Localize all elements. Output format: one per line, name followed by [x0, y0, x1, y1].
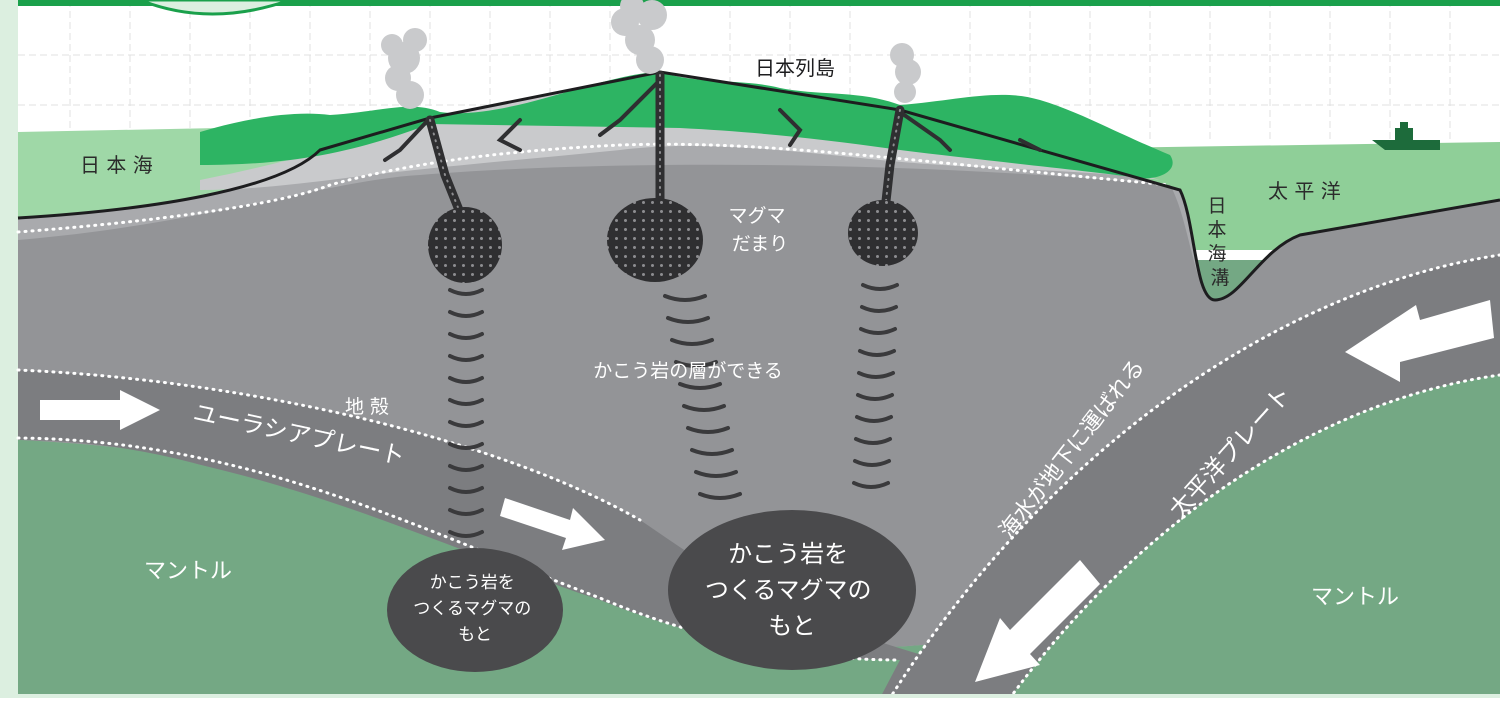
lower-crust — [18, 164, 1500, 648]
magma-chamber-line2: だまり — [732, 233, 789, 255]
title-tab-edge — [139, 0, 291, 16]
label-granite-layer: かこう岩の層ができる — [593, 360, 783, 382]
trench-char-3: 海 — [1207, 243, 1226, 265]
land-surface — [200, 72, 1173, 179]
arrow-pacific-down — [975, 560, 1100, 682]
arrow-pacific-left — [1345, 300, 1494, 382]
surface-cracks — [383, 78, 1042, 162]
plate-arrows — [40, 300, 1494, 682]
large-source-line3: もと — [768, 612, 816, 640]
trench-char-1: 日 — [1207, 195, 1226, 217]
label-mantle-right: マントル — [1311, 585, 1399, 610]
rising-magma-arcs — [448, 283, 899, 538]
small-source-line3: もと — [458, 625, 492, 645]
label-magma-chamber: マグマ だまり — [728, 205, 791, 255]
large-source-line1: かこう岩を — [728, 540, 848, 568]
ship-icon — [1372, 122, 1440, 150]
pacific-plate — [890, 255, 1500, 698]
arrow-eurasian-down — [500, 498, 605, 550]
left-side-panel — [0, 0, 18, 698]
large-source-line2: つくるマグマの — [705, 576, 872, 604]
magma-chamber-left — [428, 207, 502, 283]
mantle-right — [1010, 375, 1500, 698]
label-crust: 地 殻 — [345, 396, 389, 418]
magma-chamber-center — [607, 198, 703, 282]
label-japan-islands: 日本列島 — [755, 56, 835, 80]
label-large-magma-source: かこう岩を つくるマグマの もと — [705, 540, 879, 640]
label-sea-of-japan: 日 本 海 — [80, 153, 153, 177]
magma-chamber-right — [848, 200, 918, 266]
top-frame-bar — [0, 0, 1500, 6]
magma-source-small — [387, 548, 563, 672]
coastline — [17, 70, 1500, 302]
small-source-line1: かこう岩を — [430, 573, 515, 593]
label-pacific-ocean: 太 平 洋 — [1268, 179, 1341, 203]
trench-char-2: 本 — [1207, 219, 1226, 241]
magma-source-large — [668, 510, 916, 670]
volcano-smoke — [381, 0, 921, 109]
trench-char-4: 溝 — [1210, 267, 1229, 289]
bottom-frame-bar — [0, 694, 1500, 698]
magma-chamber-line1: マグマ — [728, 205, 785, 227]
small-source-line2: つくるマグマの — [413, 599, 531, 619]
label-mantle-left: マントル — [144, 559, 232, 584]
label-small-magma-source: かこう岩を つくるマグマの もと — [413, 573, 536, 645]
arrow-eurasian-right — [40, 390, 160, 430]
label-japan-trench: 日 本 海 溝 — [1207, 195, 1232, 289]
